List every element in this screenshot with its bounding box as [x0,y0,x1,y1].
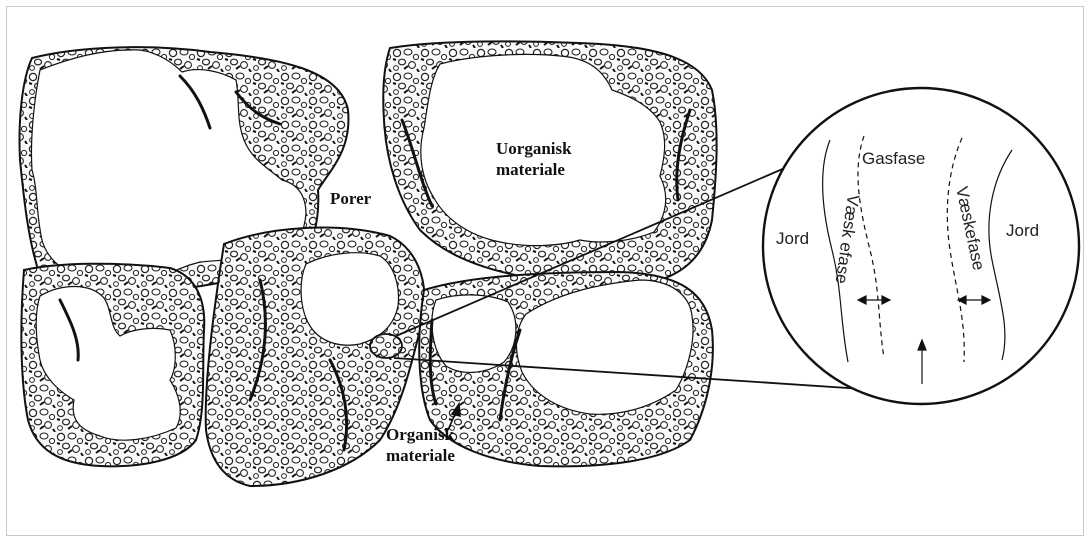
label-jord-right: Jord [1006,221,1039,240]
label-uorganisk-1: Uorganisk [496,139,572,158]
label-porer: Porer [330,189,372,208]
label-organisk-1: Organisk [386,425,455,444]
magnified-view [763,88,1079,404]
label-uorganisk-2: materiale [496,160,565,179]
mineral-grain [301,253,398,345]
label-jord-left: Jord [776,229,809,248]
aggregate-bottom-left [21,264,204,467]
label-gasfase: Gasfase [862,149,925,168]
label-organisk-2: materiale [386,446,455,465]
